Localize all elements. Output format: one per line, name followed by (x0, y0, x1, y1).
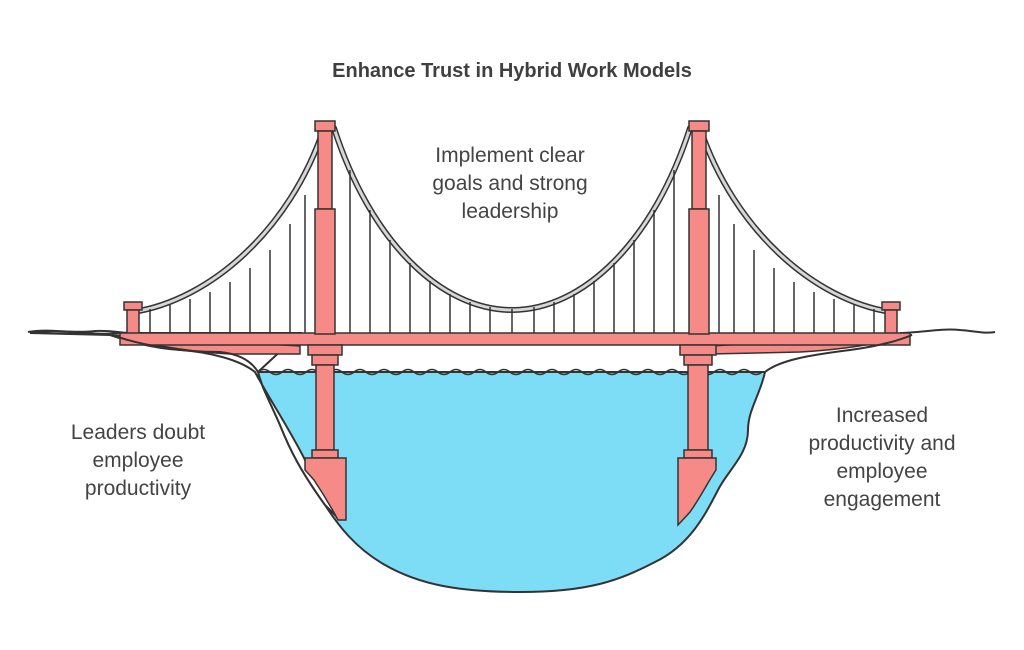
tower-right (677, 120, 717, 527)
end-post-right (881, 301, 901, 335)
ground-right (764, 334, 913, 373)
hanger-cables (149, 170, 875, 334)
bridge-deck (119, 332, 911, 346)
label-challenge: Leaders doubt employee productivity (70, 421, 206, 500)
water-waves (257, 368, 763, 376)
ground-left-edge (111, 334, 259, 373)
tower-left (304, 120, 347, 521)
diagram-title: Enhance Trust in Hybrid Work Models (332, 60, 692, 82)
end-post-left (123, 301, 143, 335)
label-outcome: Increased productivity and employee enga… (808, 404, 956, 511)
label-solution: Implement clear goals and strong leaders… (432, 144, 588, 223)
